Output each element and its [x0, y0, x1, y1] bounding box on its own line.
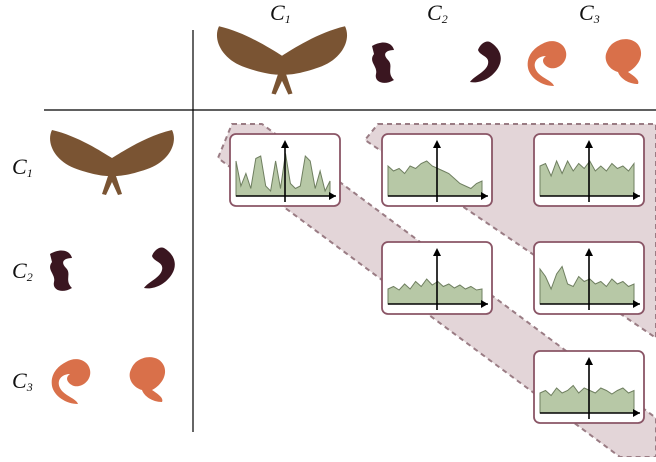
row-label-c1-sub: 1: [26, 166, 33, 180]
column-label-c2: C2: [427, 0, 448, 26]
plot-card-r1c3: [533, 133, 645, 207]
row-label-c3-sub: 3: [26, 380, 33, 394]
c3-right-part-row: [129, 357, 166, 402]
x-axis-arrow-r2c3: [633, 300, 640, 308]
column-label-c1-base: C: [270, 0, 285, 25]
c2-left-part-row: [50, 250, 72, 291]
y-axis-arrow-r1c3: [585, 140, 593, 148]
column-label-c3: C3: [579, 0, 600, 26]
y-axis-arrow-r3c3: [585, 357, 593, 365]
y-axis-arrow-r1c2: [433, 140, 441, 148]
plot-card-r1c1: [229, 133, 341, 207]
row-label-c1: C1: [12, 154, 33, 180]
x-axis-arrow-r1c1: [329, 192, 336, 200]
column-label-c2-base: C: [427, 0, 442, 25]
plots-layer: [229, 133, 645, 424]
x-axis-arrow-r1c2: [481, 192, 488, 200]
y-axis-arrow-r2c3: [585, 248, 593, 256]
c3-left-part-column: [527, 41, 567, 86]
row-label-c3: C3: [12, 368, 33, 394]
plot-card-r3c3: [533, 350, 645, 424]
x-axis-arrow-r3c3: [633, 409, 640, 417]
column-label-c1-sub: 1: [284, 12, 291, 26]
row-label-c3-base: C: [12, 368, 27, 393]
x-axis-arrow-r1c3: [633, 192, 640, 200]
c3-right-part-column: [605, 39, 642, 84]
plot-card-r2c2: [381, 241, 493, 315]
column-label-c2-sub: 2: [441, 12, 448, 26]
column-label-c1: C1: [270, 0, 291, 26]
plot-card-r2c3: [533, 241, 645, 315]
column-label-c3-sub: 3: [593, 12, 600, 26]
column-header-images: [216, 26, 642, 95]
c3-left-part-row: [51, 359, 91, 404]
plot-card-r1c2: [381, 133, 493, 207]
x-axis-arrow-r2c2: [481, 300, 488, 308]
row-label-c2-sub: 2: [26, 270, 33, 284]
row-header-images: [50, 130, 175, 404]
moth-silhouette-row-c1: [50, 130, 174, 195]
y-axis-arrow-r1c1: [281, 140, 289, 148]
row-label-c2: C2: [12, 258, 33, 284]
c2-right-part-row: [144, 247, 175, 289]
column-label-c3-base: C: [579, 0, 594, 25]
y-axis-arrow-r2c2: [433, 248, 441, 256]
moth-silhouette-column-c1: [216, 26, 348, 95]
row-label-c2-base: C: [12, 258, 27, 283]
row-label-c1-base: C: [12, 154, 27, 179]
c2-right-part-column: [470, 41, 501, 83]
c2-left-part-column: [372, 42, 394, 83]
